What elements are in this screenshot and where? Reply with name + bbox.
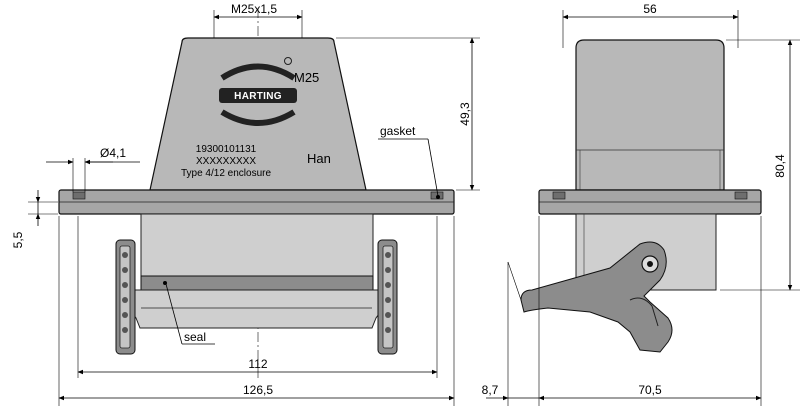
dim-inner-width: 112 — [77, 216, 438, 378]
right-locking-lever[interactable] — [377, 239, 398, 355]
side-hole-left — [552, 191, 566, 200]
dim-top-width-text: 56 — [643, 2, 657, 16]
front-lower-body — [140, 213, 374, 279]
dim-thread: M25x1,5 — [213, 2, 303, 38]
dim-inner-width-text: 112 — [248, 357, 267, 371]
dim-flange-text: 5,5 — [11, 231, 25, 248]
gasket-label: gasket — [380, 124, 416, 138]
dim-overall-width-text: 126,5 — [243, 383, 273, 397]
logo-text: HARTING — [234, 91, 282, 102]
side-hood — [575, 39, 725, 191]
dim-hole: Ø4,1 — [46, 146, 140, 192]
dim-thread-text: M25x1,5 — [231, 2, 277, 16]
enclosure-type: Type 4/12 enclosure — [181, 168, 271, 179]
front-view: HARTING M25 19300101131 XXXXXXXXX Type 4… — [11, 2, 480, 406]
dim-base-width-text: 70,5 — [638, 383, 662, 397]
dim-overall-height-text: 80,4 — [773, 154, 787, 178]
gasket-callout: gasket — [378, 124, 439, 197]
dim-flange: 5,5 — [11, 190, 58, 248]
dim-overall-height: 80,4 — [720, 39, 800, 291]
series-marking: Han — [307, 151, 331, 166]
dim-hole-text: Ø4,1 — [100, 146, 126, 160]
seal-callout: seal — [165, 283, 215, 345]
batch-code: XXXXXXXXX — [196, 156, 256, 167]
side-view: 56 80,4 8,7 70,5 — [482, 2, 800, 406]
seal-label: seal — [184, 330, 206, 344]
dim-height-text: 49,3 — [458, 102, 472, 126]
part-number: 19300101131 — [196, 144, 257, 155]
harting-logo: HARTING — [219, 57, 297, 126]
dim-top-width: 56 — [562, 2, 739, 48]
front-seal-band — [140, 275, 374, 291]
dim-height: 49,3 — [336, 37, 480, 191]
dim-overall-width: 126,5 — [58, 216, 455, 406]
side-hole-right — [734, 191, 748, 200]
dim-lever-offset-text: 8,7 — [482, 383, 499, 397]
flange-hole-left — [72, 191, 86, 200]
front-bottom-frame — [130, 289, 382, 329]
left-locking-lever[interactable] — [115, 239, 136, 355]
dim-base: 8,7 70,5 — [482, 216, 762, 406]
side-locking-lever[interactable] — [520, 241, 673, 353]
thread-marking: M25 — [294, 70, 319, 85]
lever-reference-line — [507, 261, 522, 301]
front-hood — [149, 37, 367, 191]
gasket-point — [436, 195, 440, 199]
